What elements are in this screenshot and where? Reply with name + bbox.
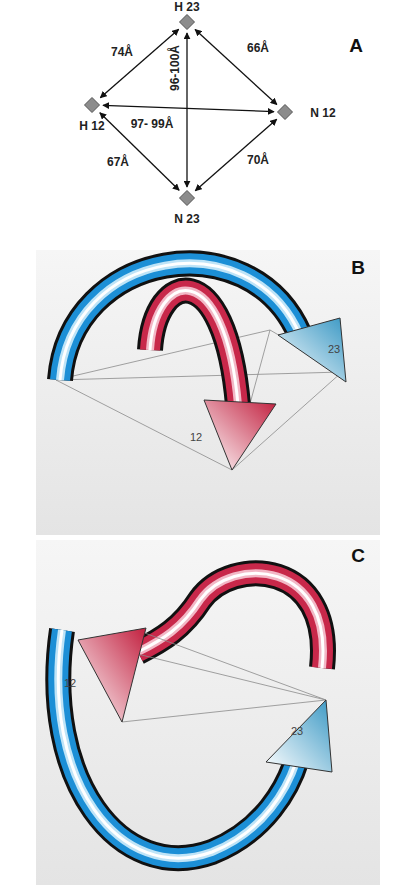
diamond-shape [179, 14, 195, 30]
marker-diamond: N 23 [179, 190, 195, 206]
blue-arrowhead [266, 700, 332, 772]
frame-lines [56, 330, 342, 470]
distance-label: 74Å [110, 45, 134, 59]
panel-ground [36, 540, 380, 885]
node-label: N 23 [174, 212, 199, 226]
helix-number: 12 [64, 677, 76, 689]
distance-label: 96-100Å [168, 44, 182, 92]
helix-number: 12 [190, 431, 202, 443]
distance-label: 67Å [106, 155, 130, 169]
helix-number: 23 [291, 725, 303, 737]
node-label: H 12 [79, 119, 104, 133]
diamond-shape [84, 97, 100, 113]
distance-arrow [195, 119, 276, 190]
distance-arrow [195, 29, 277, 104]
distance-label: 66Å [246, 41, 270, 55]
blue-arrowhead [278, 318, 346, 382]
red-arrowhead [78, 628, 146, 722]
diamond-shape [179, 190, 195, 206]
red-arrowhead [204, 400, 276, 470]
marker-diamond: N 12 [277, 104, 293, 120]
marker-diamond: H 23 [179, 14, 195, 30]
marker-diamond: H 12 [84, 97, 100, 113]
distance-arrow [100, 29, 178, 98]
panel-letter: B [351, 257, 365, 279]
panel-letter: C [351, 545, 365, 567]
node-label: N 12 [310, 106, 335, 120]
helix-number: 23 [328, 343, 340, 355]
diamond-shape [277, 104, 293, 120]
distance-arrow [100, 113, 179, 191]
distance-arrow [186, 33, 187, 187]
red-helix-tube [138, 573, 323, 668]
distance-label: 70Å [246, 153, 270, 167]
panel-letter: A [349, 35, 363, 57]
red-helix-tube [150, 291, 238, 405]
node-label: H 23 [174, 0, 199, 14]
panel-ground [36, 250, 380, 535]
distance-arrow [103, 105, 274, 111]
distance-label: 97- 99Å [130, 117, 175, 131]
